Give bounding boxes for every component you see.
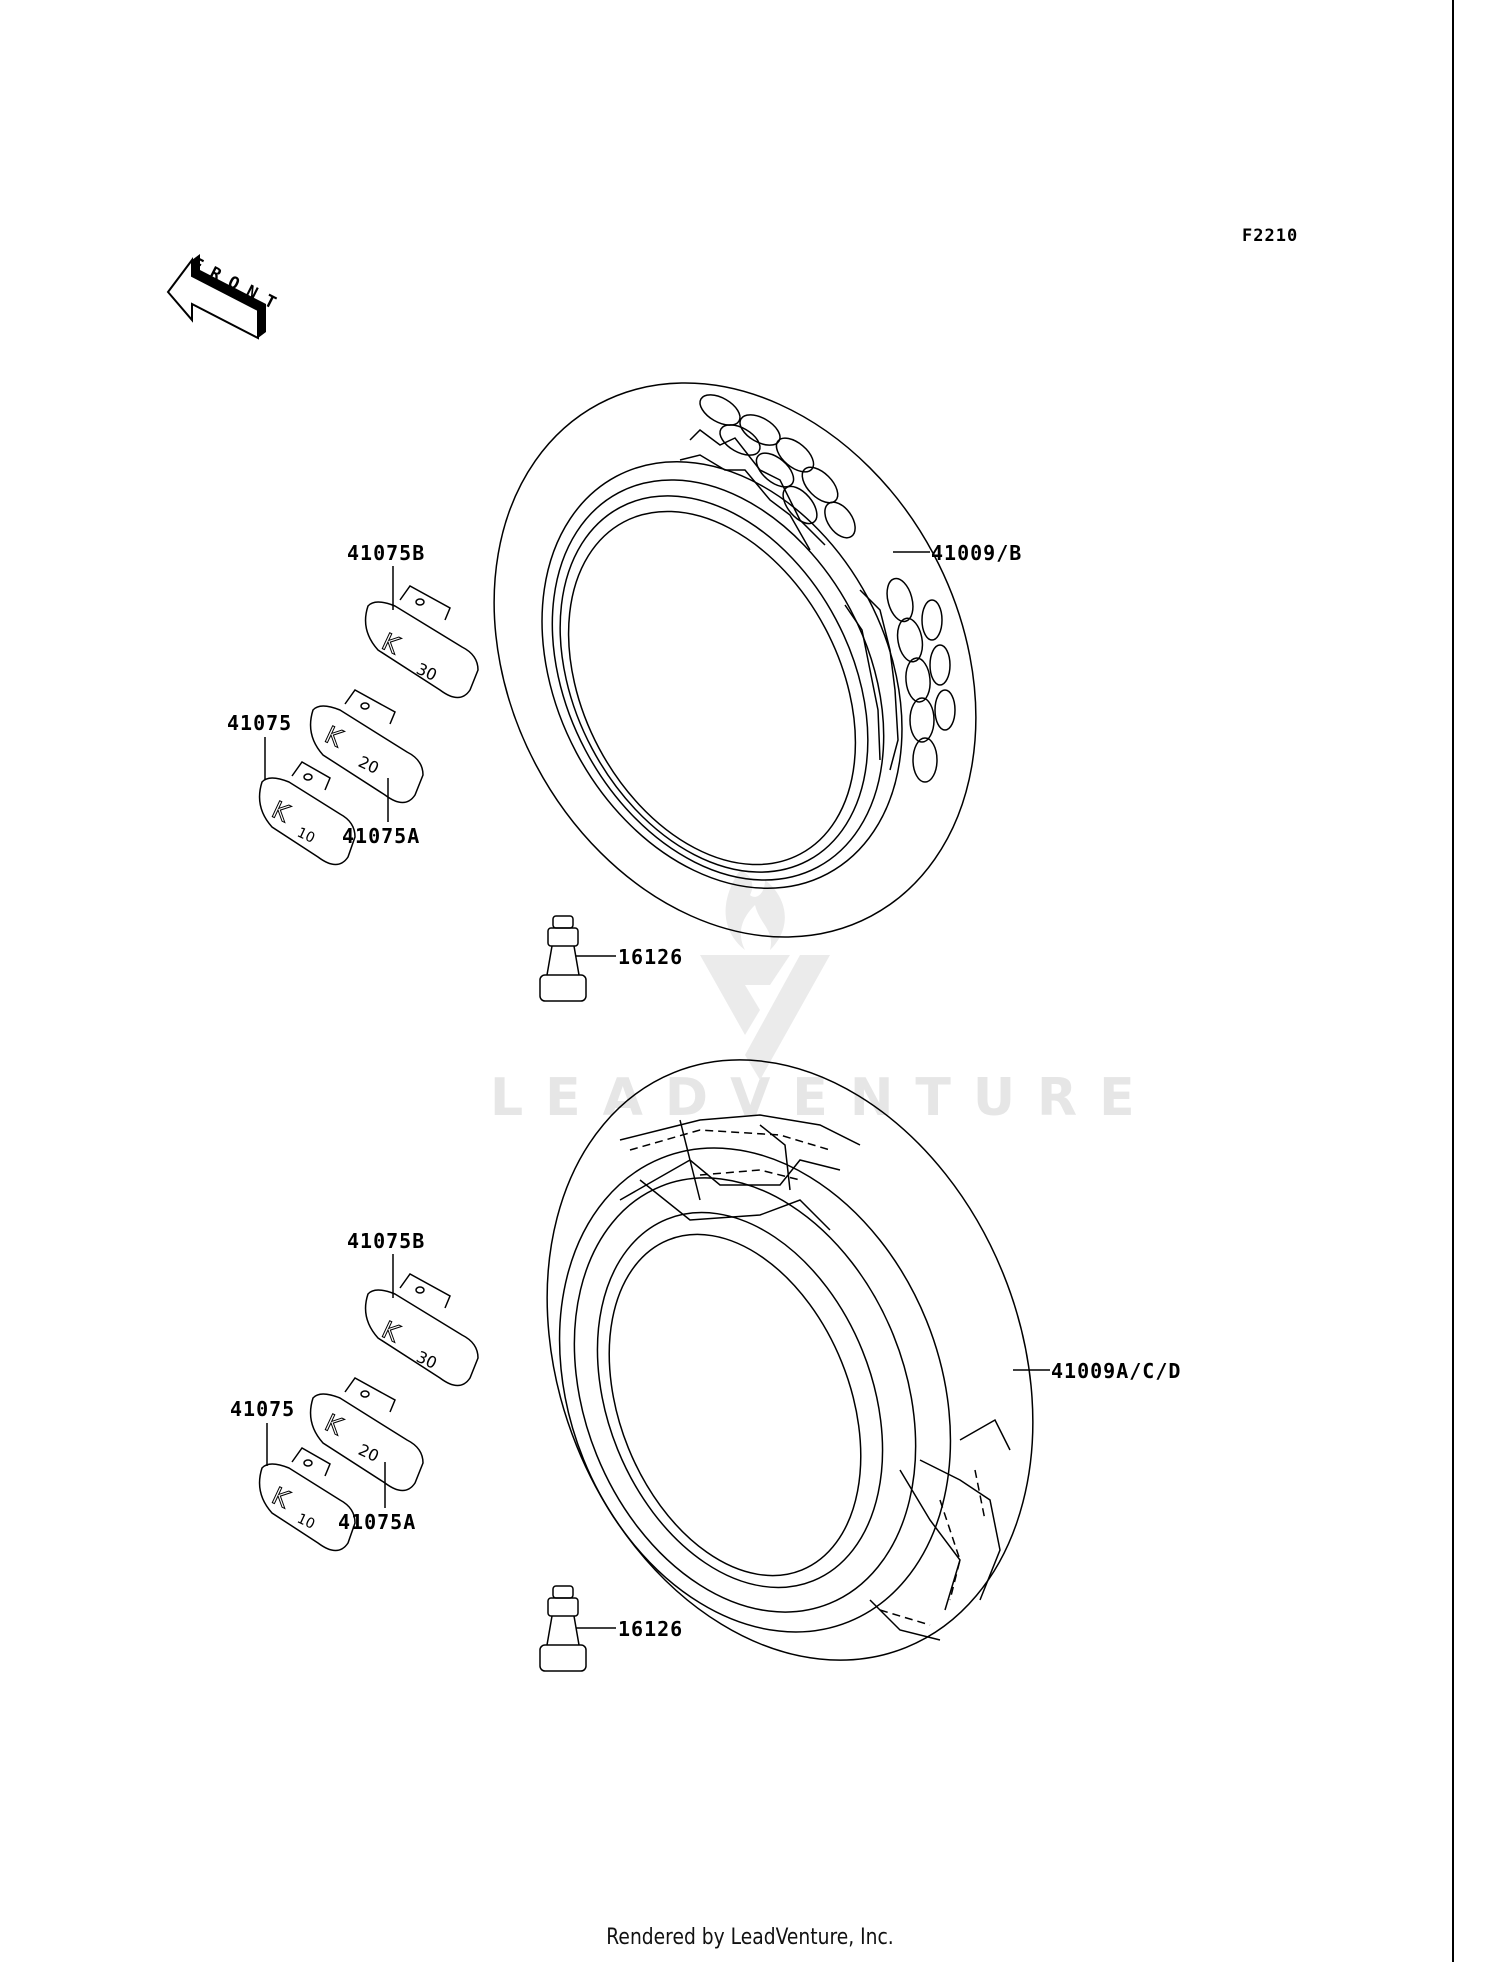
part-label-rear-weight-30[interactable]: 41075B xyxy=(347,1229,426,1253)
svg-text:20: 20 xyxy=(355,1440,381,1466)
part-label-front-weight-30[interactable]: 41075B xyxy=(347,541,426,565)
svg-text:K: K xyxy=(378,628,405,661)
svg-text:K: K xyxy=(321,721,348,754)
part-label-front-weight-10[interactable]: 41075 xyxy=(227,711,293,735)
front-wheel-weights-drawing: K 30 K 20 K 10 xyxy=(258,566,479,866)
front-valve-drawing xyxy=(539,915,616,1002)
part-label-front-weight-20[interactable]: 41075A xyxy=(342,824,421,848)
watermark-text: LEADVENTURE xyxy=(490,1068,1157,1128)
front-arrow-icon: F R O N T xyxy=(166,254,279,340)
watermark-logo-icon xyxy=(700,870,830,1080)
tread-pattern xyxy=(619,1114,1011,1641)
front-tire-drawing xyxy=(493,382,977,938)
svg-text:10: 10 xyxy=(294,825,317,847)
diagram-id: F2210 xyxy=(1242,226,1299,246)
part-label-front-valve[interactable]: 16126 xyxy=(618,945,684,969)
svg-text:K: K xyxy=(321,1409,348,1442)
part-label-rear-valve[interactable]: 16126 xyxy=(618,1617,684,1641)
svg-text:20: 20 xyxy=(355,752,381,778)
part-label-rear-weight-10[interactable]: 41075 xyxy=(230,1397,296,1421)
svg-text:K: K xyxy=(268,1482,295,1515)
rear-valve-drawing xyxy=(539,1585,616,1672)
svg-text:30: 30 xyxy=(413,1347,439,1373)
svg-text:K: K xyxy=(268,796,295,829)
part-label-rear-tire[interactable]: 41009A/C/D xyxy=(1051,1359,1182,1383)
tread-pattern xyxy=(679,394,956,783)
part-label-rear-weight-20[interactable]: 41075A xyxy=(338,1510,417,1534)
svg-text:10: 10 xyxy=(294,1511,317,1533)
svg-text:K: K xyxy=(378,1316,405,1349)
svg-text:30: 30 xyxy=(413,659,439,685)
footer-credit: Rendered by LeadVenture, Inc. xyxy=(606,1925,894,1950)
part-label-front-tire[interactable]: 41009/B xyxy=(931,541,1023,565)
rear-tire-drawing xyxy=(546,1059,1034,1661)
